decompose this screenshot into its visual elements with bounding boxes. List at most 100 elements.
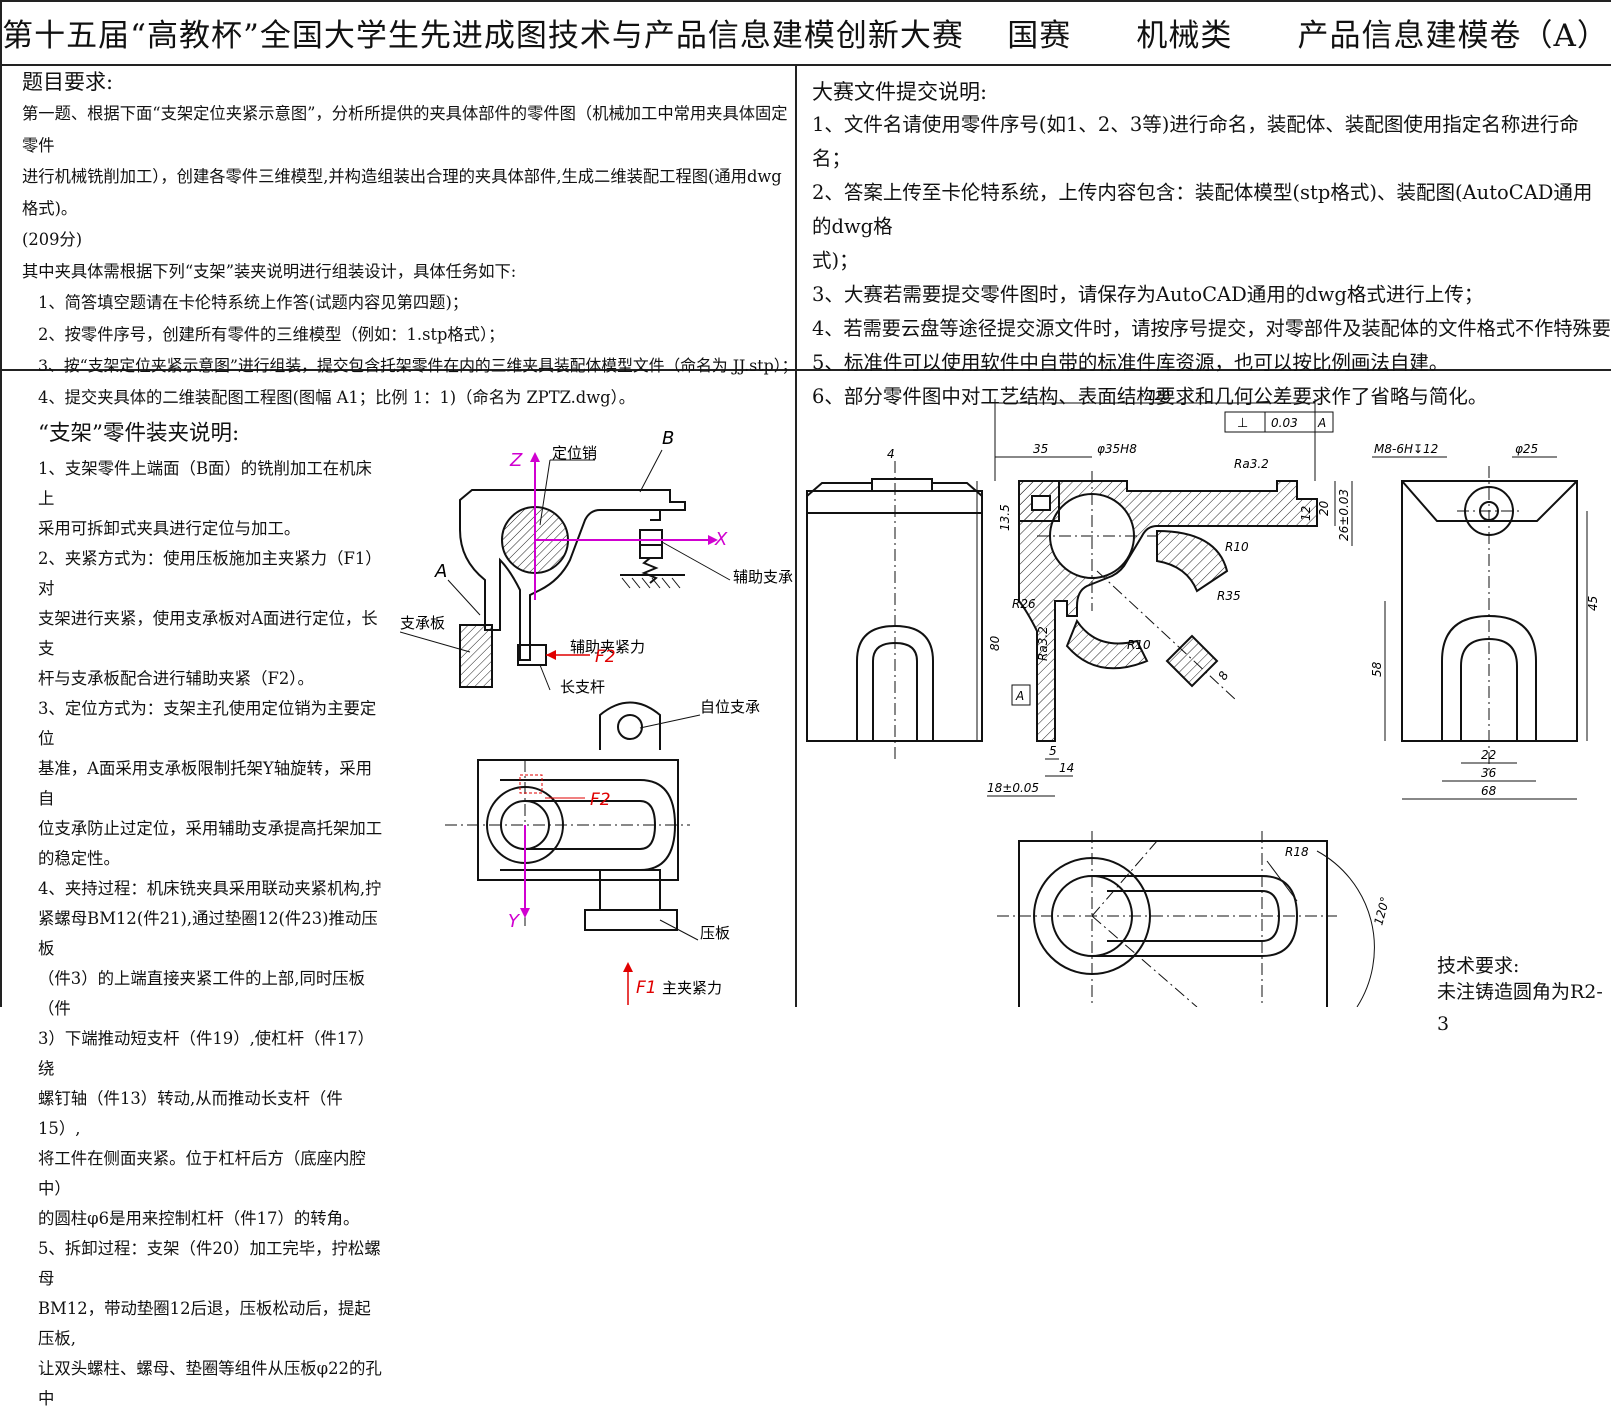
dim-r35: R35 — [1217, 589, 1241, 603]
dim-r10-lower: R10 — [1127, 638, 1151, 652]
bracket-plan-view — [477, 701, 679, 931]
long-rod-label: 长支杆 — [560, 678, 605, 696]
face-b-label: B — [662, 430, 674, 449]
clamping-line: 2、夹紧方式为：使用压板施加主夹紧力（F1）对 — [38, 549, 382, 598]
top-view — [1018, 840, 1328, 1007]
requirements-line: 第一题、根据下面“支架定位夹紧示意图”，分析所提供的夹具体部件的零件图（机械加工… — [22, 104, 788, 155]
submission-line: 式)； — [812, 249, 859, 272]
submission-line: 1、文件名请使用零件序号(如1、2、3等)进行命名，装配体、装配图使用指定名称进… — [812, 113, 1579, 170]
submission-line: 6、部分零件图中对工艺结构、表面结构要求和几何公差要求作了省略与简化。 — [812, 385, 1488, 408]
dim-18: 18±0.05 — [987, 781, 1039, 795]
dim-8: 8 — [1215, 669, 1231, 683]
main-clamp-force-label: 主夹紧力 — [662, 979, 722, 997]
dim-120: 120 — [1147, 389, 1170, 403]
requirements-heading: 题目要求: — [22, 70, 114, 94]
clamping-line: 让双头螺柱、螺母、垫圈等组件从压板φ22的孔中 — [38, 1359, 382, 1408]
f2-top-label: F2 — [595, 647, 616, 667]
axis-y-label: Y — [508, 911, 521, 932]
dim-26: 26±0.03 — [1337, 489, 1351, 541]
requirements-line: (209分) — [22, 230, 83, 249]
f2-arrow — [546, 650, 590, 660]
requirements-line: 其中夹具体需根据下列“支架”装夹说明进行组装设计，具体任务如下: — [22, 261, 517, 281]
dim-r10-upper: R10 — [1225, 540, 1249, 554]
clamping-line: 3）下端推动短支杆（件19）,使杠杆（件17）绕 — [38, 1029, 374, 1078]
part-drawing: 4 120 — [806, 389, 1600, 1007]
front-section-view — [1018, 480, 1318, 742]
ra32-side: Ra3.2 — [1036, 626, 1050, 661]
dim-12: 12 — [1299, 506, 1313, 521]
page-title: 第十五届“高教杯”全国大学生先进成图技术与产品信息建模创新大赛 国赛 机械类 产… — [2, 17, 1609, 54]
f1-arrow — [623, 962, 633, 1005]
dim-4: 4 — [887, 447, 895, 461]
dim-35: 35 — [1033, 442, 1048, 456]
locating-pin-label: 定位销 — [552, 444, 597, 462]
clamping-line: 基准，A面采用支承板限制托架Y轴旋转，采用自 — [38, 759, 373, 808]
dim-58: 58 — [1370, 661, 1384, 677]
self-support-label: 自位支承 — [700, 698, 760, 716]
clamping-line: 杆与支承板配合进行辅助夹紧（F2）。 — [38, 669, 314, 688]
dim-14: 14 — [1059, 761, 1074, 775]
aux-clamp-force-label: 辅助夹紧力 — [570, 638, 645, 656]
task-item: 3、按“支架定位夹紧示意图”进行组装，提交包含托架零件在内的三维夹具装配体模型文… — [38, 356, 798, 375]
perpendicularity-symbol: ⊥ — [1237, 416, 1248, 431]
ra32-top: Ra3.2 — [1234, 457, 1269, 471]
clamping-heading: “支架”零件装夹说明: — [38, 421, 240, 446]
frame-top — [0, 0, 1611, 2]
submission-line: 3、大赛若需要提交零件图时，请保存为AutoCAD通用的dwg格式进行上传； — [812, 283, 1484, 306]
clamping-line: 采用可拆卸式夹具进行定位与加工。 — [38, 519, 301, 538]
dim-36: 36 — [1481, 766, 1497, 780]
submission-line: 4、若需要云盘等途径提交源文件时，请按序号提交，对零部件及装配体的文件格式不作特… — [812, 317, 1611, 340]
column-divider — [795, 64, 797, 1007]
requirements-line: 进行机械铣削加工），创建各零件三维模型,并构造组装出合理的夹具体部件,生成二维装… — [22, 167, 782, 218]
dim-45: 45 — [1586, 596, 1600, 611]
clamping-line: 4、夹持过程：机床铣夹具采用联动夹紧机构,拧 — [38, 879, 382, 898]
clamping-line: 螺钉轴（件13）转动,从而推动长支杆（件15）, — [38, 1089, 343, 1138]
clamping-line: 支架进行夹紧，使用支承板对A面进行定位，长支 — [38, 609, 378, 658]
y-axis — [520, 825, 530, 918]
bracket-side-view — [459, 489, 686, 688]
f1-label: F1 — [636, 978, 657, 998]
submission-heading: 大赛文件提交说明: — [812, 80, 988, 104]
requirements-section: 题目要求: 第一题、根据下面“支架定位夹紧示意图”，分析所提供的夹具体部件的零件… — [22, 66, 798, 413]
dim-phi25: φ25 — [1515, 442, 1538, 456]
dim-phi35h8: φ35H8 — [1097, 442, 1137, 456]
clamping-line: 的圆柱φ6是用来控制杠杆（件17）的转角。 — [38, 1209, 360, 1228]
submission-line: 2、答案上传至卡伦特系统，上传内容包含：装配体模型(stp格式)、装配图(Aut… — [812, 181, 1593, 238]
clamping-line: 的稳定性。 — [38, 849, 120, 868]
submission-section: 大赛文件提交说明: 1、文件名请使用零件序号(如1、2、3等)进行命名，装配体、… — [812, 76, 1611, 414]
dim-r18: R18 — [1285, 845, 1309, 859]
tech-line: 未注铸造圆角为R2-3 — [1437, 981, 1603, 1035]
clamping-line: 5、拆卸过程：支架（件20）加工完毕，拧松螺母 — [38, 1239, 381, 1288]
dim-r26: R26 — [1012, 597, 1036, 611]
title-divider — [0, 64, 1611, 66]
dim-20: 20 — [1317, 500, 1331, 516]
clamping-line: （件3）的上端直接夹紧工件的上部,同时压板（件 — [38, 969, 366, 1018]
clamping-schematic: Z X 定位销 B A 辅助支承 支承板 辅助夹紧力 F2 长支杆 — [400, 430, 793, 1005]
task-item: 4、提交夹具体的二维装配图工程图(图幅 A1；比例 1：1)（命名为 ZPTZ.… — [38, 387, 635, 407]
section-divider — [0, 369, 1611, 371]
dim-68: 68 — [1481, 784, 1497, 798]
task-item: 1、简答填空题请在卡伦特系统上作答(试题内容见第四题)； — [38, 293, 469, 312]
dim-m8: M8-6H↧12 — [1374, 442, 1438, 456]
task-item: 2、按零件序号，创建所有零件的三维模型（例如：1.stp格式）； — [38, 324, 505, 344]
submission-line: 5、标准件可以使用软件中自带的标准件库资源，也可以按比例画法自建。 — [812, 351, 1449, 374]
tech-heading: 技术要求: — [1437, 955, 1520, 977]
coordinate-axes — [530, 452, 718, 600]
tech-requirements: 技术要求: 未注铸造圆角为R2-3 — [1437, 950, 1611, 1040]
support-plate-label: 支承板 — [400, 614, 445, 632]
face-a-label: A — [434, 561, 447, 582]
aux-support-label: 辅助支承 — [733, 568, 793, 586]
tolerance-datum: A — [1317, 416, 1326, 430]
pressure-plate-label: 压板 — [700, 924, 730, 942]
axis-z-label: Z — [509, 450, 523, 471]
axis-x-label: X — [714, 529, 728, 550]
dim-angle-120: 120° — [1371, 895, 1392, 927]
clamping-line: BM12，带动垫圈12后退，压板松动后，提起压板, — [38, 1299, 371, 1348]
clamping-line: 1、支架零件上端面（B面）的铣削加工在机床上 — [38, 459, 372, 508]
dim-13-5: 13.5 — [998, 504, 1012, 531]
frame-left — [0, 0, 2, 1007]
dim-5: 5 — [1049, 744, 1057, 758]
dim-80: 80 — [988, 635, 1002, 651]
clamping-line: 位支承防止过定位，采用辅助支承提高托架加工 — [38, 819, 383, 838]
f2-plan-label: F2 — [590, 790, 611, 810]
